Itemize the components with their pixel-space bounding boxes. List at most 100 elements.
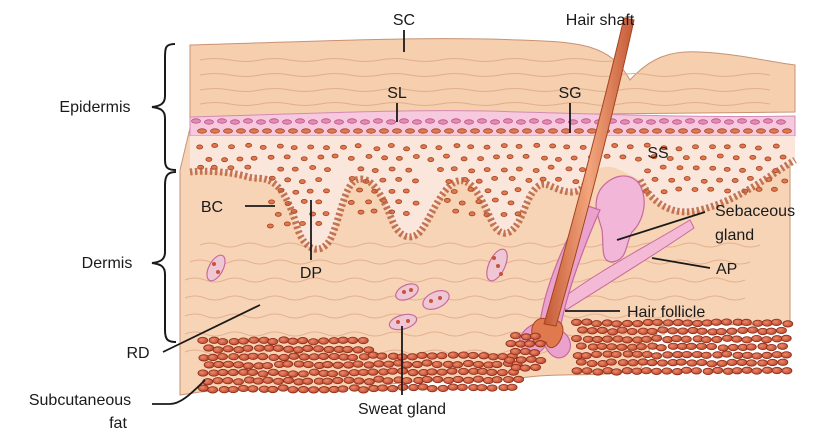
granular-cell xyxy=(634,119,643,123)
spinous-cell xyxy=(237,157,243,161)
fat-cell xyxy=(752,368,762,374)
label-hair-follicle: Hair follicle xyxy=(627,304,705,321)
granular-cell xyxy=(367,129,376,133)
fat-cell xyxy=(602,320,612,326)
fat-cell xyxy=(473,376,483,382)
label-sc: SC xyxy=(393,12,415,29)
spinous-cell xyxy=(318,155,324,159)
spinous-cell xyxy=(382,156,388,160)
fat-cell xyxy=(319,353,329,359)
spinous-cell xyxy=(669,178,675,182)
granular-cell xyxy=(413,120,422,124)
fat-cell xyxy=(514,376,524,382)
spinous-cell xyxy=(301,157,307,161)
fat-cell xyxy=(587,328,597,334)
fat-cell xyxy=(612,321,622,327)
fat-cell xyxy=(427,369,437,375)
fat-cell xyxy=(766,328,776,334)
spinous-cell xyxy=(516,167,522,171)
granular-cell xyxy=(777,120,786,124)
fat-cell xyxy=(693,320,703,326)
fat-cell xyxy=(432,361,442,367)
fat-cell xyxy=(505,357,515,363)
fat-cell xyxy=(453,376,463,382)
spinous-cell xyxy=(310,165,316,169)
fat-cell xyxy=(258,371,268,377)
fat-cell xyxy=(253,378,263,384)
fat-cell xyxy=(732,368,742,374)
spinous-cell xyxy=(710,166,716,170)
fat-cell xyxy=(520,348,530,354)
fat-cell xyxy=(697,343,707,349)
fat-cell xyxy=(243,363,253,369)
fat-cell xyxy=(741,319,751,325)
spinous-cell xyxy=(508,201,514,205)
fat-cell xyxy=(233,362,243,368)
granular-cell xyxy=(276,129,285,133)
granular-cell xyxy=(478,119,487,123)
spinous-cell xyxy=(396,177,402,181)
fat-cell xyxy=(263,362,273,368)
fat-cell xyxy=(713,367,723,373)
spinous-cell xyxy=(645,169,651,173)
fat-cell xyxy=(374,376,384,382)
granular-cell xyxy=(666,129,675,133)
fat-cell xyxy=(344,377,354,383)
fat-cell xyxy=(712,336,722,342)
fat-cell xyxy=(642,336,652,342)
spinous-cell xyxy=(765,157,771,161)
spinous-cell xyxy=(459,201,465,205)
fat-cell xyxy=(738,327,748,333)
spinous-cell xyxy=(228,166,234,170)
fat-cell xyxy=(592,336,602,342)
granular-cell xyxy=(627,129,636,133)
granular-cell xyxy=(731,129,740,133)
granular-cell xyxy=(283,120,292,124)
fat-cell xyxy=(622,337,632,343)
fat-cell xyxy=(349,369,359,375)
label-sebaceous-line1: Sebaceous xyxy=(715,203,795,220)
fat-cell xyxy=(453,362,463,368)
spinous-cell xyxy=(307,189,313,193)
fat-cell xyxy=(530,333,540,339)
granular-cell xyxy=(510,129,519,133)
fat-cell xyxy=(324,346,334,352)
fat-cell xyxy=(697,359,707,365)
spinous-cell xyxy=(534,143,540,147)
spinous-cell xyxy=(366,200,372,204)
fat-cell xyxy=(223,377,233,383)
fat-cell xyxy=(438,385,448,391)
fat-cell xyxy=(723,368,733,374)
fat-cell xyxy=(753,320,763,326)
fat-cell xyxy=(263,377,273,383)
granular-cell xyxy=(237,129,246,133)
fat-cell xyxy=(632,351,642,357)
fat-cell xyxy=(333,362,343,368)
fat-cell xyxy=(283,361,293,367)
granular-cell xyxy=(322,119,331,123)
label-sebaceous-line2: gland xyxy=(715,227,754,244)
spinous-cell xyxy=(540,177,546,181)
fat-cell xyxy=(520,365,530,371)
spinous-cell xyxy=(396,156,402,160)
fat-cell xyxy=(258,353,268,359)
granular-cell xyxy=(406,129,415,133)
fat-cell xyxy=(477,384,487,390)
fat-cell xyxy=(521,334,531,340)
fat-cell xyxy=(364,379,374,385)
fat-cell xyxy=(506,340,516,346)
granular-cell xyxy=(686,119,695,123)
granular-cell xyxy=(400,119,409,123)
spinous-cell xyxy=(516,144,522,148)
granular-cell xyxy=(471,129,480,133)
spinous-cell xyxy=(332,154,338,158)
spinous-cell xyxy=(580,145,586,149)
fat-cell xyxy=(293,347,303,353)
spinous-cell xyxy=(476,179,482,183)
fat-cell xyxy=(617,327,627,333)
granular-cell xyxy=(725,120,734,124)
fat-cell xyxy=(408,369,418,375)
spinous-cell xyxy=(278,167,284,171)
spinous-cell xyxy=(246,143,252,147)
